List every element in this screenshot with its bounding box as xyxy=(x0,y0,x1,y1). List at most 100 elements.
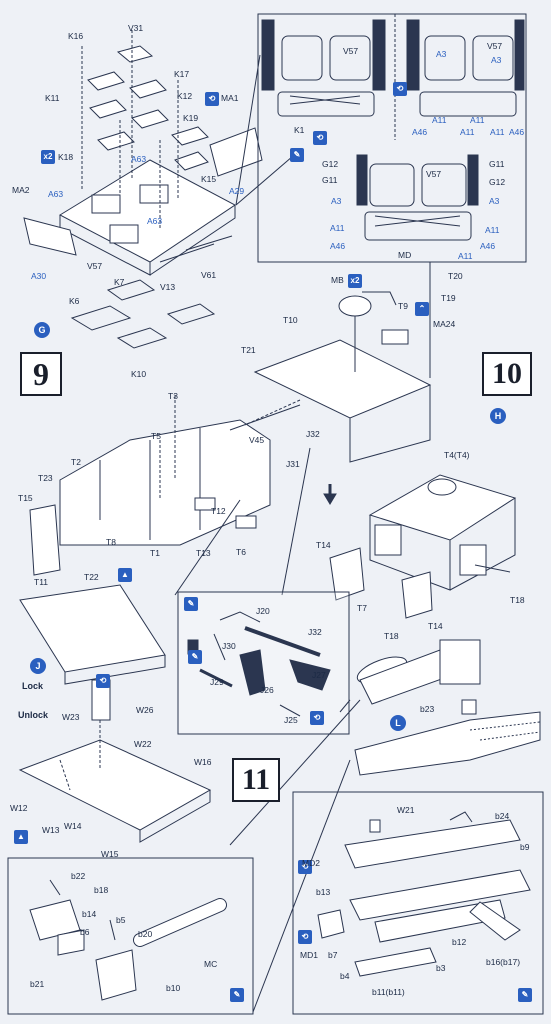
part-label-k15: K15 xyxy=(201,174,217,184)
part-label-a3: A3 xyxy=(491,55,502,65)
part-label-v31: V31 xyxy=(128,23,144,33)
part-label-ma2: MA2 xyxy=(12,185,30,195)
paint-icon: ▲ xyxy=(14,830,28,844)
part-label-k19: K19 xyxy=(183,113,199,123)
step-number-10: 10 xyxy=(482,352,532,396)
part-label-md: MD xyxy=(398,250,412,260)
part-label-j27: J27 xyxy=(312,670,326,680)
step-number-9: 9 xyxy=(20,352,62,396)
part-label-j29: J29 xyxy=(210,677,224,687)
subassembly-g-badge: G xyxy=(34,322,50,338)
lock-label: Lock xyxy=(22,681,44,691)
part-label-k6: K6 xyxy=(69,296,80,306)
part-label-b14: b14 xyxy=(82,909,97,919)
part-label-k17: K17 xyxy=(174,69,190,79)
times-two-icon: x2 xyxy=(41,150,55,164)
part-label-j32: J32 xyxy=(308,627,322,637)
part-label-w12: W12 xyxy=(10,803,28,813)
part-label-t1: T1 xyxy=(150,548,160,558)
part-label-k1: K1 xyxy=(294,125,305,135)
part-label-a46: A46 xyxy=(480,241,496,251)
part-label-b23: b23 xyxy=(420,704,435,714)
part-label-j26: J26 xyxy=(260,685,274,695)
part-label-b20: b20 xyxy=(138,929,153,939)
part-label-b4: b4 xyxy=(340,971,350,981)
step-number-11: 11 xyxy=(232,758,280,802)
part-label-t10: T10 xyxy=(283,315,298,325)
rotate-icon: ⟲ xyxy=(393,82,407,96)
part-label-a11: A11 xyxy=(470,115,485,125)
part-label-w23: W23 xyxy=(62,712,80,722)
part-label-b6: b6 xyxy=(80,927,90,937)
part-label-t14: T14 xyxy=(316,540,331,550)
part-label-a30: A30 xyxy=(31,271,47,281)
part-label-b3: b3 xyxy=(436,963,446,973)
part-label-t6: T6 xyxy=(236,547,246,557)
part-label-w26: W26 xyxy=(136,705,154,715)
part-label-w21: W21 xyxy=(397,805,415,815)
part-label-b12: b12 xyxy=(452,937,467,947)
part-label-t12: T12 xyxy=(211,506,226,516)
part-label-g11: G11 xyxy=(322,175,338,185)
part-label-ma24: MA24 xyxy=(433,319,456,329)
part-label-w15: W15 xyxy=(101,849,119,859)
part-label-k11: K11 xyxy=(45,93,60,103)
part-label-t4: T4(T4) xyxy=(444,450,470,460)
part-label-v13: V13 xyxy=(160,282,176,292)
part-label-b7: b7 xyxy=(328,950,338,960)
part-label-t13: T13 xyxy=(196,548,211,558)
rotate-icon: ⟲ xyxy=(96,674,110,688)
part-label-v45: V45 xyxy=(249,435,265,445)
part-label-a11: A11 xyxy=(485,225,500,235)
part-label-b18: b18 xyxy=(94,885,109,895)
rotate-icon: ⟲ xyxy=(313,131,327,145)
part-label-t7: T7 xyxy=(357,603,367,613)
part-label-t9: T9 xyxy=(398,301,408,311)
part-label-t21: T21 xyxy=(241,345,256,355)
up-direction-icon: ⌃ xyxy=(415,302,429,316)
part-label-ma1: MA1 xyxy=(221,93,239,103)
glue-icon: ✎ xyxy=(188,650,202,664)
part-label-t11: T11 xyxy=(34,577,49,587)
part-label-t15: T15 xyxy=(18,493,33,503)
paint-icon: ▲ xyxy=(118,568,132,582)
part-label-g12: G12 xyxy=(489,177,506,187)
part-label-a29: A29 xyxy=(229,186,245,196)
part-label-g12: G12 xyxy=(322,159,339,169)
times-two-icon: x2 xyxy=(348,274,362,288)
subassembly-l-badge: L xyxy=(390,715,406,731)
part-label-mb: MB xyxy=(331,275,344,285)
part-label-b9: b9 xyxy=(520,842,530,852)
part-label-a46: A46 xyxy=(330,241,346,251)
part-label-b13: b13 xyxy=(316,887,331,897)
part-label-k18: K18 xyxy=(58,152,74,162)
glue-icon: ✎ xyxy=(518,988,532,1002)
part-label-t8: T8 xyxy=(106,537,116,547)
part-label-k16: K16 xyxy=(68,31,84,41)
part-label-v57: V57 xyxy=(87,261,103,271)
part-label-md1: MD1 xyxy=(300,950,318,960)
part-label-a11: A11 xyxy=(458,251,473,261)
subassembly-j-badge: J xyxy=(30,658,46,674)
part-label-b22: b22 xyxy=(71,871,86,881)
part-label-a11: A11 xyxy=(432,115,447,125)
part-label-a63: A63 xyxy=(147,216,163,226)
part-label-j20: J20 xyxy=(256,606,270,616)
part-label-v57: V57 xyxy=(343,46,359,56)
part-label-a3: A3 xyxy=(489,196,500,206)
part-label-t14: T14 xyxy=(428,621,443,631)
part-label-b21: b21 xyxy=(30,979,45,989)
rotate-icon: ⟲ xyxy=(205,92,219,106)
part-label-t5: T5 xyxy=(151,431,161,441)
part-label-a11: A11 xyxy=(460,127,475,137)
part-label-j30: J30 xyxy=(222,641,236,651)
rotate-icon: ⟲ xyxy=(298,860,312,874)
part-label-a63: A63 xyxy=(48,189,64,199)
part-label-v57: V57 xyxy=(426,169,442,179)
subassembly-h-badge: H xyxy=(490,408,506,424)
part-label-t2: T2 xyxy=(71,457,81,467)
part-label-b11: b11(b11) xyxy=(372,987,405,997)
part-label-b5: b5 xyxy=(116,915,126,925)
